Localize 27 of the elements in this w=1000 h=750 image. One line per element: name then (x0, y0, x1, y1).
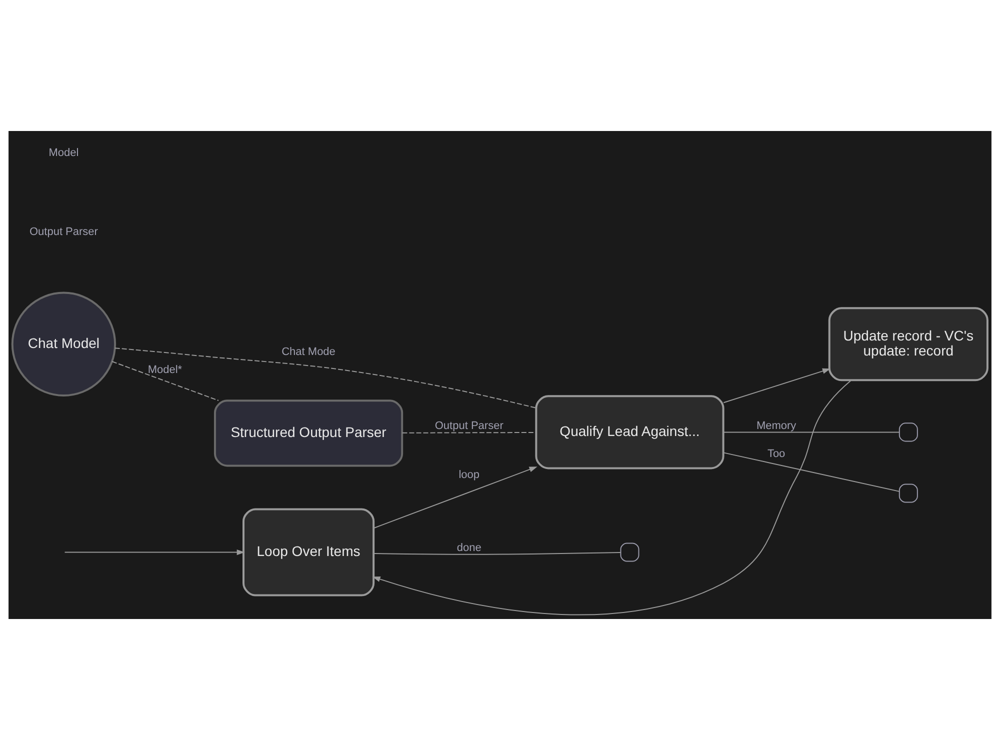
node-box (898, 484, 918, 503)
node-circle: Chat Model (11, 292, 116, 396)
node-box (898, 422, 918, 442)
edge-label: loop (458, 469, 480, 482)
arrow (372, 380, 852, 616)
edge-label: Memory (756, 420, 796, 432)
edge-label: Too (767, 448, 786, 460)
connector (114, 348, 537, 408)
node-box (620, 542, 640, 562)
node-box: Qualify Lead Against... (535, 395, 724, 470)
node-box: Structured Output Parser (214, 400, 404, 467)
connector (373, 552, 621, 555)
label: Output Parser (29, 226, 98, 238)
edge-label: Output Parser (434, 420, 504, 432)
arrow (723, 368, 830, 404)
arrow (373, 466, 538, 529)
arrow (64, 549, 245, 556)
edge-label: Chat Mode (282, 346, 336, 358)
connector (723, 452, 900, 492)
edge-label: done (456, 542, 482, 554)
node-box: Loop Over Items (242, 508, 375, 596)
label: Model (48, 146, 79, 159)
connector (112, 361, 219, 402)
connector (402, 432, 537, 434)
edge-label: Model* (148, 364, 182, 376)
node-box: Update record - VC's update: record (828, 307, 988, 382)
connector (723, 432, 900, 433)
